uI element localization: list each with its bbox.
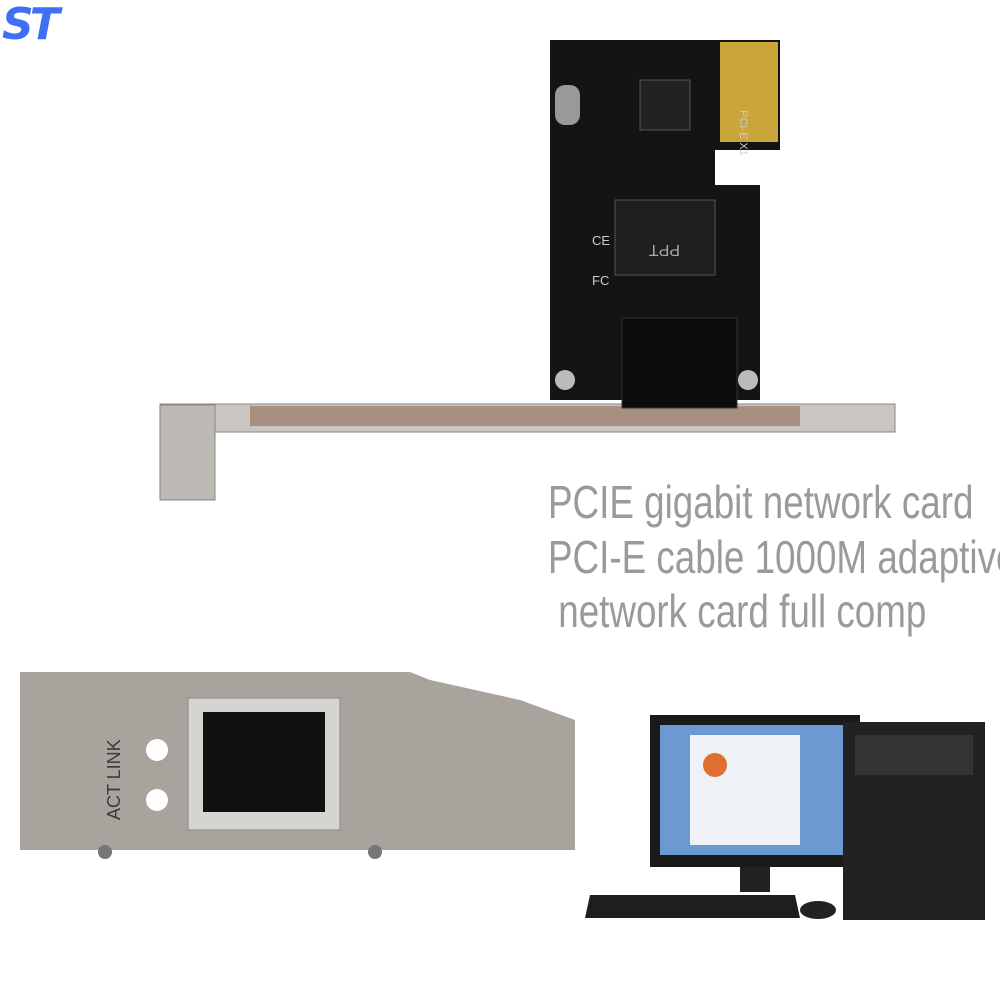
crystal xyxy=(555,85,580,125)
chip-label: PPT xyxy=(649,241,680,258)
caption-line-2: PCI-E cable 1000M adaptive xyxy=(548,531,1000,583)
bracket-edge xyxy=(250,406,800,426)
fc-mark: FC xyxy=(592,273,609,288)
bracket-closeup: ACT LINK xyxy=(20,672,575,859)
controller-chip xyxy=(639,79,691,131)
keyboard xyxy=(585,895,800,918)
network-card: PPT CE FC PCI-E X1 xyxy=(159,40,896,501)
mouse xyxy=(800,901,836,919)
act-link-label: ACT LINK xyxy=(104,739,124,820)
rj45-port xyxy=(203,712,325,812)
caption-line-1: PCIE gigabit network card xyxy=(548,476,974,528)
desktop-computer xyxy=(585,715,985,920)
brand-logo: ST xyxy=(2,0,60,50)
ce-mark: CE xyxy=(592,233,610,248)
screw xyxy=(738,370,758,390)
rj45-port xyxy=(621,317,738,409)
caption-line-3: network card full comp xyxy=(548,585,927,637)
screw xyxy=(555,370,575,390)
slot-label: PCI-E X1 xyxy=(737,110,749,156)
transformer-chip xyxy=(614,199,716,276)
gold-fingers xyxy=(720,42,778,142)
bracket-tab xyxy=(159,404,216,501)
